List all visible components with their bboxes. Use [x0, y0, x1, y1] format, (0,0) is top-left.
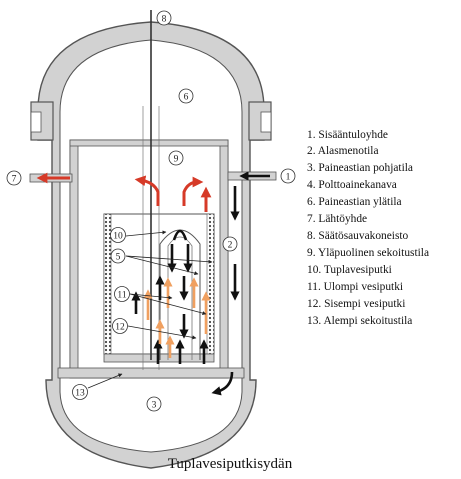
legend-item-11: 11. Ulompi vesiputki: [307, 281, 403, 293]
callout-1-text: 1: [286, 173, 291, 183]
figure-caption: Tuplavesiputkisydän: [168, 456, 293, 472]
legend-item-4: 4. Polttoainekanava: [307, 179, 397, 191]
callout-6: 6: [178, 88, 194, 104]
callout-2: 2: [222, 236, 238, 252]
legend: 1. Sisääntuloyhde 2. Alasmenotila 3. Pai…: [307, 129, 429, 327]
legend-item-9: 9. Yläpuolinen sekoitustila: [307, 247, 429, 259]
bottom-turn-arrow: [211, 371, 234, 396]
callout-9: 9: [168, 150, 184, 166]
callout-10: 10: [110, 227, 126, 243]
callout-5-text: 5: [116, 253, 121, 263]
callout-7-text: 7: [12, 175, 17, 185]
flange-left-slot: [30, 111, 42, 133]
callout-6-text: 6: [184, 93, 189, 103]
callout-10-text: 10: [113, 232, 123, 242]
leader-lines: [87, 230, 213, 389]
callout-11-text: 11: [117, 291, 126, 301]
leader-10: [125, 230, 167, 237]
callout-8: 8: [156, 10, 172, 26]
leader-5a: [125, 255, 199, 276]
callout-12: 12: [112, 318, 128, 334]
bottom-plate: [57, 367, 245, 379]
callout-2-text: 2: [228, 241, 233, 251]
callout-5: 5: [110, 248, 126, 264]
legend-item-13: 13. Alempi sekoitustila: [307, 315, 412, 327]
callout-7: 7: [6, 170, 22, 186]
callout-11: 11: [114, 286, 130, 302]
leader-5b: [125, 255, 213, 264]
u-tube-arrow: [172, 229, 188, 241]
double-water-tube-inner: [167, 236, 193, 360]
callout-9-text: 9: [174, 155, 179, 165]
callout-1: 1: [280, 168, 296, 184]
upper-flow-arrow-right: [182, 176, 204, 206]
callout-12-text: 12: [115, 323, 125, 333]
legend-item-6: 6. Paineastian ylätila: [307, 196, 402, 208]
legend-item-12: 12. Sisempi vesiputki: [307, 298, 405, 310]
callout-13-text: 13: [75, 389, 85, 399]
core-barrel-top-band: [69, 139, 229, 147]
legend-item-1: 1. Sisääntuloyhde: [307, 129, 388, 141]
callout-13: 13: [72, 384, 88, 400]
fuel-hatch-left: [103, 213, 112, 355]
core-barrel-right-wall: [219, 139, 229, 379]
legend-item-3: 3. Paineastian pohjatila: [307, 162, 413, 174]
legend-item-7: 7. Lähtöyhde: [307, 213, 367, 225]
callout-8-text: 8: [162, 15, 167, 25]
upper-flow-arrow-left: [134, 175, 160, 206]
cool-flow-arrows: [131, 171, 270, 396]
flange-right-slot: [260, 111, 272, 133]
leader-12: [127, 325, 197, 340]
hot-flow-arrows: [36, 172, 212, 212]
leader-13: [87, 373, 123, 389]
fuel-hatch-right: [206, 213, 215, 355]
leader-11b: [129, 293, 207, 316]
callout-3-text: 3: [152, 401, 157, 411]
legend-item-10: 10. Tuplavesiputki: [307, 264, 392, 276]
callout-3: 3: [146, 396, 162, 412]
legend-item-2: 2. Alasmenotila: [307, 145, 379, 157]
legend-item-8: 8. Säätösauvakoneisto: [307, 230, 409, 242]
leader-11a: [129, 293, 173, 300]
